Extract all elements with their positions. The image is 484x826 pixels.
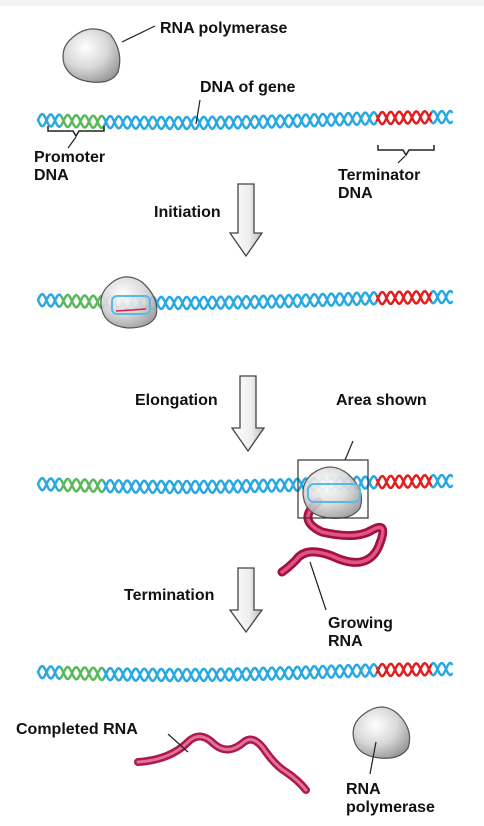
label-dna-of-gene: DNA of gene bbox=[200, 79, 296, 96]
dna-strand-segment bbox=[449, 120, 454, 124]
label-rna-polymerase-bottom-line2: polymerase bbox=[346, 799, 435, 816]
open-dna-bubble-initiation bbox=[111, 295, 151, 315]
top-border bbox=[0, 0, 484, 6]
nascent-rna-initiation bbox=[115, 308, 147, 312]
dna-helix-stage1 bbox=[36, 109, 454, 131]
termination-arrow bbox=[228, 567, 264, 634]
growing-rna-highlight bbox=[280, 500, 385, 574]
dna-strand-segment bbox=[449, 484, 454, 488]
dna-helix-stage2 bbox=[36, 289, 454, 311]
promoter-bracket bbox=[47, 126, 105, 138]
dna-helix-stage4 bbox=[36, 661, 454, 683]
rna-polymerase-elongating bbox=[302, 466, 363, 519]
label-growing-line1: Growing bbox=[328, 615, 393, 632]
leader-rna-polymerase bbox=[121, 25, 156, 43]
label-completed-rna: Completed RNA bbox=[16, 721, 138, 738]
leader-terminator bbox=[397, 155, 406, 164]
label-promoter-line2: DNA bbox=[34, 167, 69, 184]
label-rna-polymerase-bottom-line1: RNA bbox=[346, 781, 381, 798]
dna-strand-segment bbox=[449, 290, 454, 294]
initiation-arrow bbox=[228, 183, 264, 258]
leader-promoter bbox=[67, 136, 77, 149]
rna-polymerase-free bbox=[62, 28, 121, 83]
completed-rna-strand bbox=[134, 732, 310, 794]
label-termination: Termination bbox=[124, 587, 214, 604]
dna-strand-segment bbox=[449, 672, 454, 676]
area-shown-box bbox=[297, 459, 369, 519]
elongation-arrow bbox=[230, 375, 266, 453]
dna-strand-segment bbox=[449, 300, 454, 304]
leader-completed-rna bbox=[167, 733, 189, 753]
label-rna-polymerase: RNA polymerase bbox=[160, 20, 288, 37]
label-elongation: Elongation bbox=[135, 392, 218, 409]
leader-rna-polymerase-bottom bbox=[369, 741, 377, 775]
terminator-bracket bbox=[377, 145, 435, 157]
label-promoter-line1: Promoter bbox=[34, 149, 105, 166]
label-terminator-line2: DNA bbox=[338, 185, 373, 202]
label-initiation: Initiation bbox=[154, 204, 221, 221]
leader-area-shown bbox=[344, 440, 354, 461]
rna-polymerase-bound-initiation bbox=[100, 276, 158, 329]
dna-helix-stage3 bbox=[36, 473, 454, 495]
label-growing-line2: RNA bbox=[328, 633, 363, 650]
dna-strand-segment bbox=[449, 474, 454, 478]
leader-growing-rna bbox=[309, 561, 327, 611]
dna-strand-segment bbox=[449, 110, 454, 114]
label-area-shown: Area shown bbox=[336, 392, 427, 409]
completed-rna-highlight bbox=[136, 735, 308, 792]
dna-strand-segment bbox=[449, 662, 454, 666]
rna-polymerase-released bbox=[352, 706, 411, 759]
open-dna-bubble-elongation bbox=[307, 483, 361, 503]
leader-dna-of-gene bbox=[195, 99, 201, 125]
label-terminator-line1: Terminator bbox=[338, 167, 420, 184]
